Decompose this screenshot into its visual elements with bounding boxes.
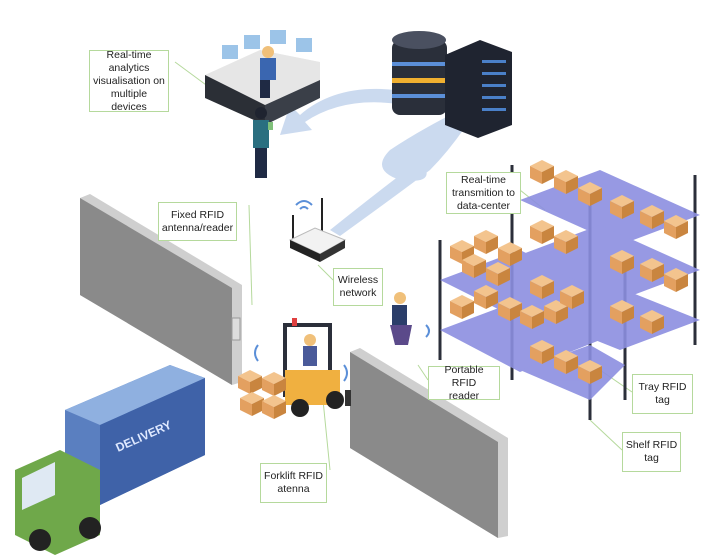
label-wireless-network: Wireless network (333, 268, 383, 306)
wireless-router-icon (288, 198, 347, 262)
second-gate-wall (345, 348, 508, 538)
label-tray-tag: Tray RFID tag (632, 374, 693, 414)
label-analytics: Real-time analytics visualisation on mul… (89, 49, 169, 113)
fixed-rfid-gate-wall (80, 194, 242, 385)
label-forklift-antenna: Forklift RFID atenna (260, 463, 327, 503)
data-flow-arrow (280, 88, 470, 236)
person-with-phone-icon (253, 107, 273, 178)
data-center-server-icon (392, 31, 512, 138)
person-with-portable-reader-icon (390, 292, 430, 345)
warehouse-shelving (438, 160, 700, 420)
label-transmission: Real-time transmition to data-center (446, 172, 521, 214)
label-portable-reader: Portable RFID reader (428, 364, 500, 402)
forklift-icon (238, 318, 348, 419)
label-fixed-rfid: Fixed RFID antenna/reader (158, 202, 237, 241)
delivery-truck-icon: DELIVERY (15, 365, 205, 555)
label-shelf-tag: Shelf RFID tag (622, 432, 681, 472)
control-room-icon (205, 30, 320, 125)
